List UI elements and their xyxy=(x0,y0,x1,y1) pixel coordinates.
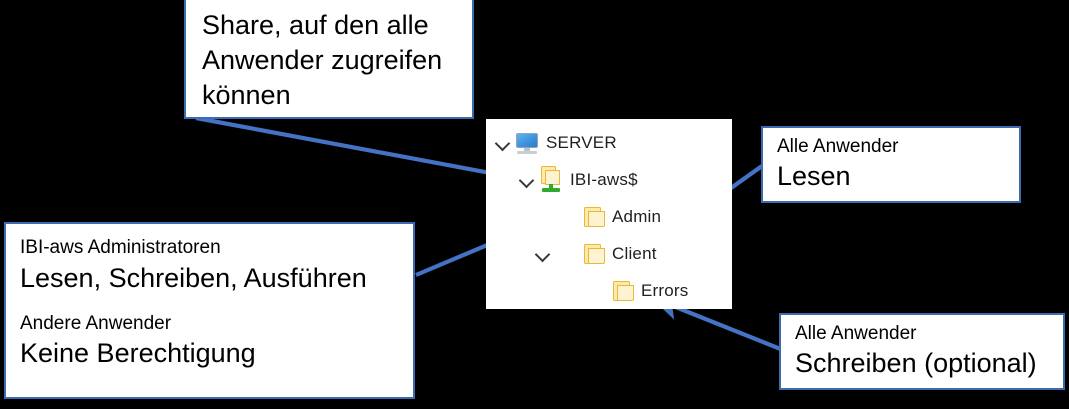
tree-node-admin-label: Admin xyxy=(612,207,662,226)
admins-callout: IBI-aws Administratoren Lesen, Schreiben… xyxy=(4,222,415,399)
read-callout-header: Alle Anwender xyxy=(777,135,899,157)
admins-callout-group-2: Andere Anwender Keine Berechtigung xyxy=(6,312,413,372)
admins-callout-body-1: Lesen, Schreiben, Ausführen xyxy=(20,262,367,293)
share-callout-line-1: Share, auf den alle xyxy=(202,10,429,40)
explorer-tree-panel: SERVER IBI-aws$ Admin Client Errors xyxy=(486,119,732,309)
write-callout-body: Schreiben (optional) xyxy=(795,348,1037,379)
tree-node-errors[interactable]: Errors xyxy=(592,276,688,306)
admins-callout-body-2: Keine Berechtigung xyxy=(20,338,256,369)
share-callout-line-3: können xyxy=(202,80,291,111)
folder-icon xyxy=(584,243,605,265)
folder-icon xyxy=(613,280,634,302)
read-callout: Alle Anwender Lesen xyxy=(761,126,1021,203)
share-folder-icon xyxy=(539,166,563,194)
folder-icon xyxy=(584,206,605,228)
chevron-down-icon[interactable] xyxy=(494,134,512,152)
tree-node-client-label: Client xyxy=(612,244,657,263)
chevron-down-icon[interactable] xyxy=(534,245,552,263)
chevron-down-icon[interactable] xyxy=(518,171,536,189)
connector-share-to-ibi-aws xyxy=(195,115,532,187)
tree-node-admin[interactable]: Admin xyxy=(563,202,661,232)
monitor-icon xyxy=(515,132,539,154)
tree-node-ibi-aws-label: IBI-aws$ xyxy=(570,170,638,189)
read-callout-body: Lesen xyxy=(777,161,851,192)
share-callout: Share, auf den alle Anwender zugreifen k… xyxy=(184,0,474,119)
tree-node-ibi-aws[interactable]: IBI-aws$ xyxy=(518,165,638,195)
tree-node-server[interactable]: SERVER xyxy=(494,128,617,158)
write-callout-header: Alle Anwender xyxy=(795,322,917,344)
tree-node-client[interactable]: Client xyxy=(534,239,657,269)
share-callout-line-2: Anwender zugreifen xyxy=(202,45,443,76)
admins-callout-group-1: IBI-aws Administratoren Lesen, Schreiben… xyxy=(6,236,413,296)
admins-callout-header-1: IBI-aws Administratoren xyxy=(20,237,221,258)
tree-node-server-label: SERVER xyxy=(546,133,617,152)
write-callout: Alle Anwender Schreiben (optional) xyxy=(779,313,1065,390)
admins-callout-header-2: Andere Anwender xyxy=(20,312,172,334)
tree-node-errors-label: Errors xyxy=(641,281,689,300)
